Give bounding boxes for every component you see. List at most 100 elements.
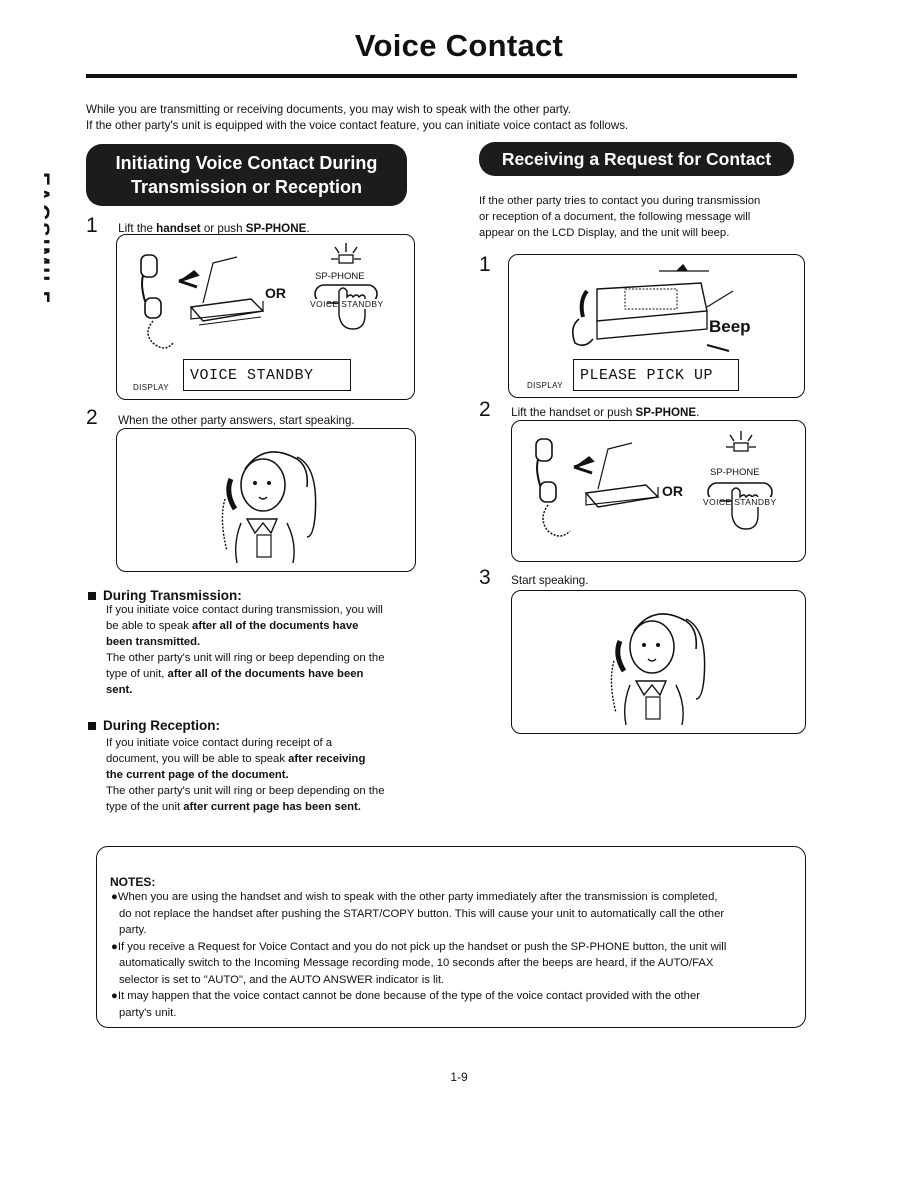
step-text: When the other party answers, start spea… [118,414,355,427]
lcd-display: VOICE STANDBY [183,359,351,391]
step-number: 1 [479,253,491,276]
woman-on-phone-illustration [221,451,317,564]
step-text: Lift the handset or push SP-PHONE. [118,222,309,235]
lcd-display: PLEASE PICK UP [573,359,739,391]
step-text-part: . [306,222,310,235]
note-line: party. [119,924,147,936]
intro-text: While you are transmitting or receiving … [86,102,806,134]
body-line: sent. [106,682,426,698]
step-text: Lift the handset or push SP-PHONE. [511,406,699,419]
sp-phone-button-illustration [314,243,378,330]
or-label: OR [662,483,683,499]
notes-list: ●When you are using the handset and wish… [111,889,801,1021]
beep-label: Beep [709,317,751,336]
body-line: type of the unit after current page has … [106,799,426,815]
section-banner-receiving: Receiving a Request for Contact [479,142,794,176]
side-tab-label: FACSIMILE [29,172,54,308]
banner-line: Transmission or Reception [130,177,363,197]
banner-line: Initiating Voice Contact During [115,153,378,173]
body-line: or reception of a document, the followin… [479,211,751,223]
step-text: Start speaking. [511,574,589,587]
step-3-right: 3 Start speaking. [479,566,588,590]
body-line: document, you will be able to speak afte… [106,751,426,767]
notes-box: NOTES: ●When you are using the handset a… [96,846,806,1028]
note-line: party's unit. [119,1006,177,1019]
note-item: ●If you receive a Request for Voice Cont… [111,939,801,989]
voice-standby-label: VOICE STANDBY [310,299,384,309]
page-title: Voice Contact [354,28,564,63]
body-bold: after all of the documents have been [167,668,364,680]
step2-illustration-panel [116,428,416,572]
step-number: 2 [479,398,491,421]
body-line: If you initiate voice contact during rec… [106,737,333,749]
receiving-intro: If the other party tries to contact you … [479,193,809,241]
body-bold: after receiving [288,753,366,765]
body-line: The other party's unit will ring or beep… [106,652,385,664]
sp-phone-button-illustration [707,431,773,530]
heading-text: During Reception: [103,718,220,733]
intro-line: While you are transmitting or receiving … [86,103,572,116]
step1-illustration-panel: OR SP-PHONE VOICE STANDBY DISPLAY VOICE … [116,234,415,400]
step-number: 1 [86,214,98,237]
step-text-bold: SP-PHONE [635,406,697,419]
body-line: be able to speak after all of the docume… [106,618,426,634]
step-number: 3 [479,566,491,589]
note-item: ●It may happen that the voice contact ca… [111,988,801,1021]
bullet-square [88,591,96,600]
step-text-part: Lift the handset or push [511,406,636,419]
body-line: the current page of the document. [106,767,426,783]
step-2-left: 2 When the other party answers, start sp… [86,406,355,430]
step-1-left: 1 Lift the handset or push SP-PHONE. [86,214,310,238]
body-line: appear on the LCD Display, and the unit … [479,227,730,239]
sp-phone-label: SP-PHONE [710,467,760,478]
note-line: selector is set to "AUTO", and the AUTO … [119,973,445,986]
body-bold: after current page has been sent. [183,801,361,813]
note-item: ●When you are using the handset and wish… [111,889,801,939]
body-line: type of unit, after all of the documents… [106,666,426,682]
note-line: ●If you receive a Request for Voice Cont… [111,940,727,953]
during-transmission-text: If you initiate voice contact during tra… [106,602,426,698]
body-line: been transmitted. [106,634,426,650]
step1-right-illustration-panel: Beep DISPLAY PLEASE PICK UP [508,254,805,398]
step-text-bold: handset [156,222,201,235]
sp-phone-label: SP-PHONE [315,271,365,282]
note-line: ●When you are using the handset and wish… [111,891,718,903]
page-number: 1-9 [450,1070,468,1084]
step-number: 2 [86,406,98,429]
body-part: type of the unit [106,801,184,813]
bullet-square [88,721,96,730]
body-bold: sent. [106,684,133,696]
display-label: DISPLAY [527,381,563,390]
notes-title: NOTES: [110,875,156,889]
body-line: The other party's unit will ring or beep… [106,785,385,797]
heading-text: During Transmission: [103,588,242,603]
title-rule [86,74,797,78]
body-bold: the current page of the document. [106,769,289,781]
handset-lift-illustration [535,438,660,537]
fax-machine-illustration [571,263,734,352]
section-banner-initiating: Initiating Voice Contact During Transmis… [86,144,407,206]
step3-illustration-panel [511,590,806,734]
voice-standby-label: VOICE STANDBY [703,497,777,507]
body-part: document, you will be able to speak [106,753,289,765]
body-line: If the other party tries to contact you … [479,195,761,207]
during-reception-heading: During Reception: [88,718,220,733]
note-line: automatically switch to the Incoming Mes… [119,957,714,969]
step-text-bold: SP-PHONE [245,222,307,235]
body-line: If you initiate voice contact during tra… [106,604,383,616]
display-label: DISPLAY [133,383,169,392]
during-reception-text: If you initiate voice contact during rec… [106,735,426,815]
step-text-part: Lift the [118,222,157,235]
woman-on-phone-illustration [610,613,706,726]
body-part: type of unit, [106,668,168,680]
step-text-part: . [696,406,700,419]
side-tab: FACSIMILE [18,176,48,306]
step-2-right: 2 Lift the handset or push SP-PHONE. [479,398,699,422]
note-line: do not replace the handset after pushing… [119,907,725,920]
step-text-part: or push [200,222,246,235]
intro-line: If the other party's unit is equipped wi… [86,119,629,132]
during-transmission-heading: During Transmission: [88,588,242,603]
body-bold: after all of the documents have [192,620,359,632]
or-label: OR [265,285,286,301]
body-bold: been transmitted. [106,636,201,648]
